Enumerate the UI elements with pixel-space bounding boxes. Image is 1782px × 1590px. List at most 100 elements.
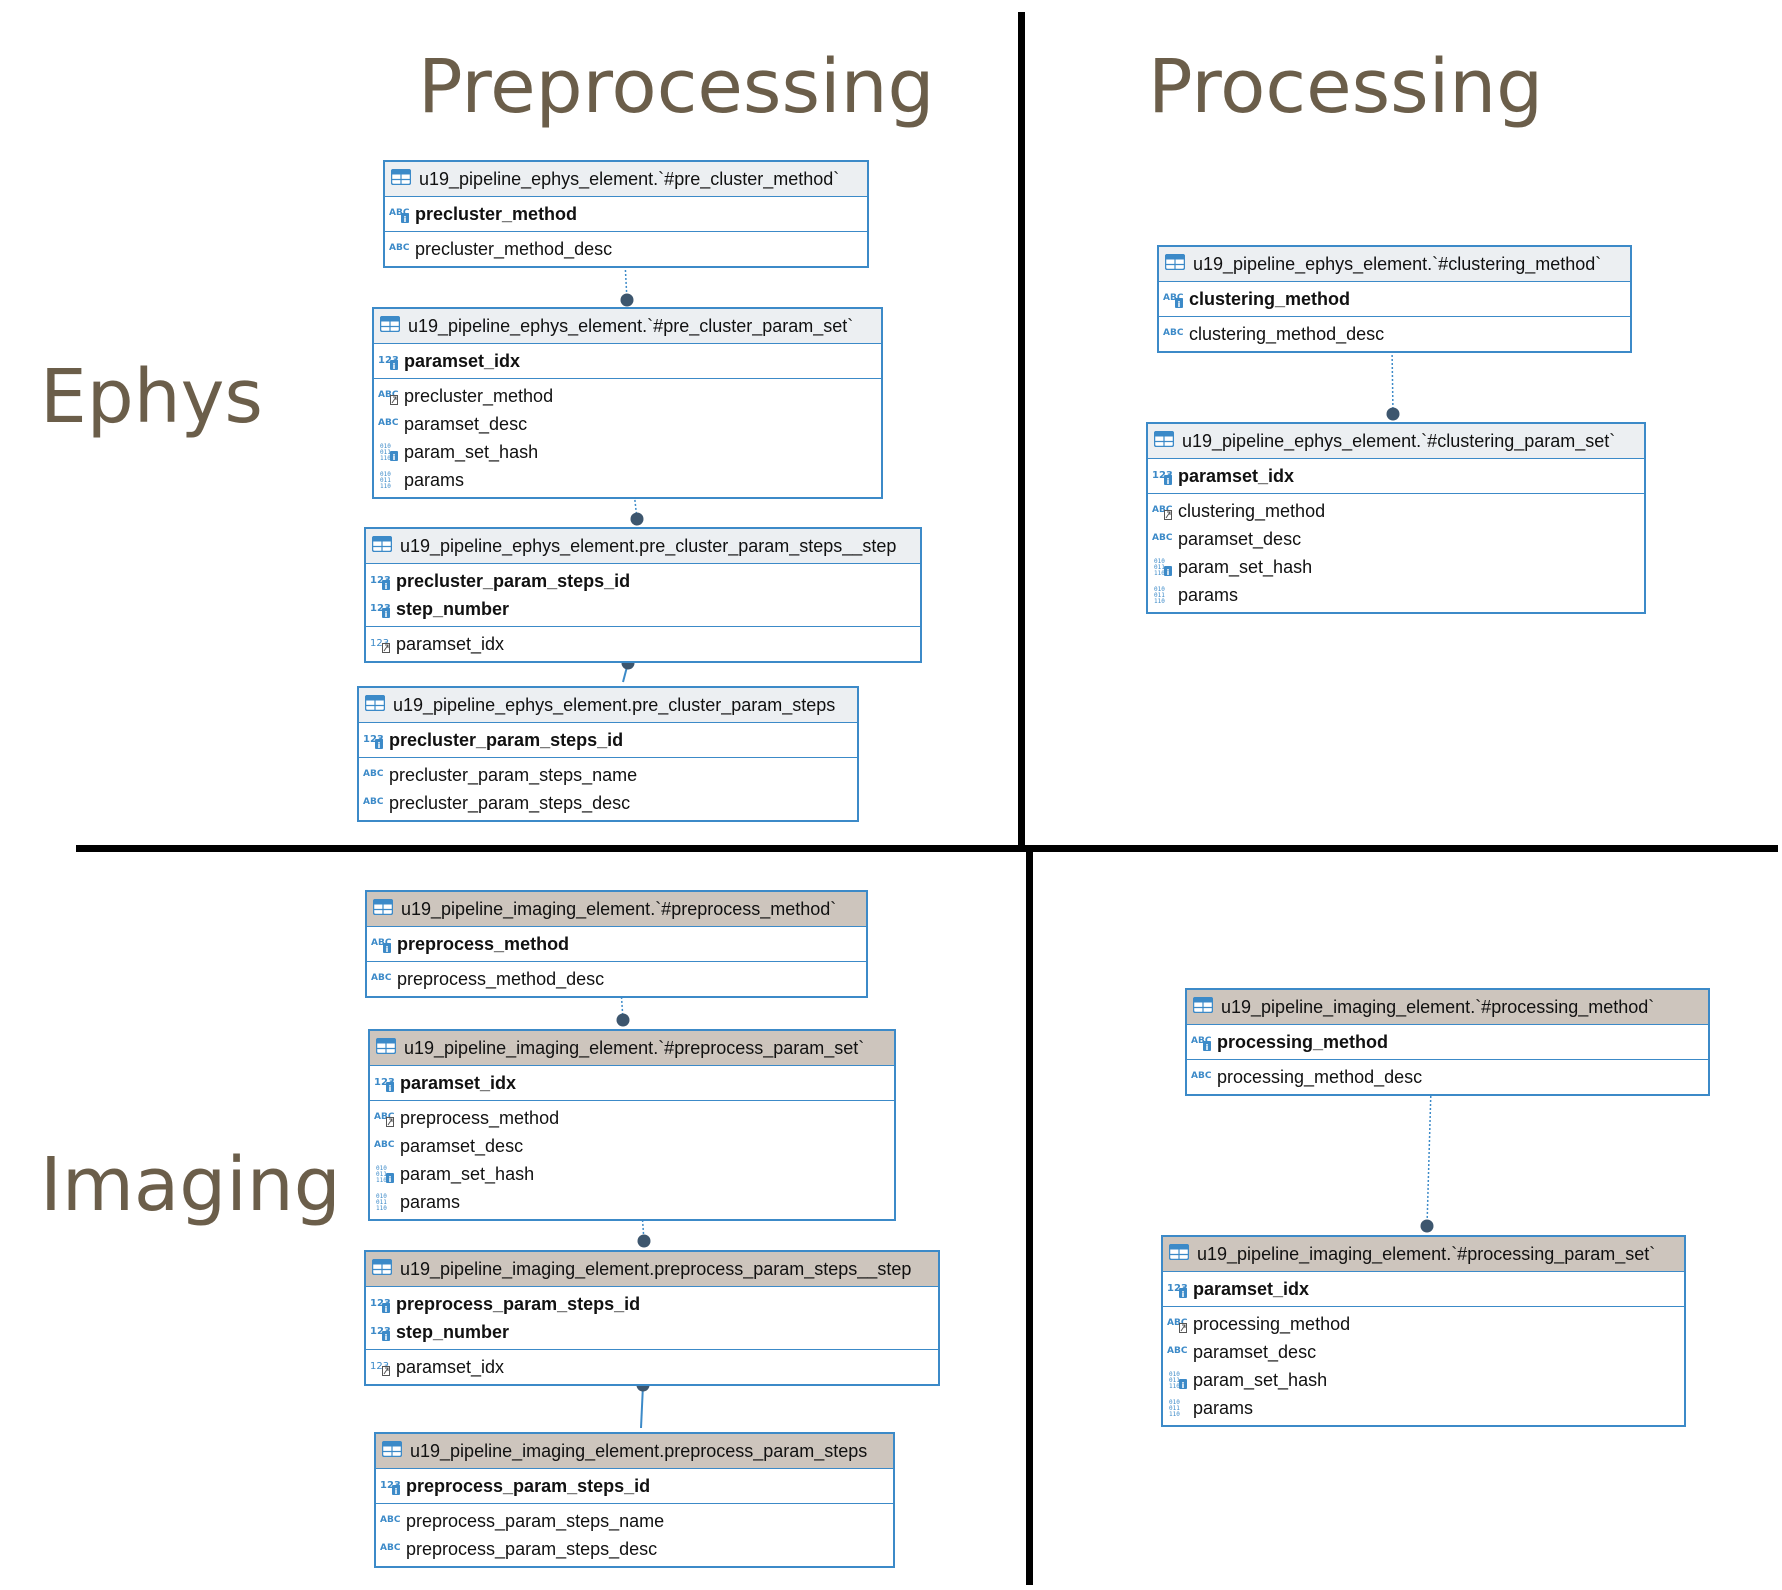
entity-table-t8[interactable]: u19_pipeline_imaging_element.`#preproces… <box>368 1029 896 1221</box>
column-name: paramset_idx <box>404 350 521 371</box>
table-title: u19_pipeline_imaging_element.`#processin… <box>1221 996 1655 1017</box>
entity-table-t12[interactable]: u19_pipeline_imaging_element.`#processin… <box>1161 1235 1686 1427</box>
table-header[interactable]: u19_pipeline_ephys_element.`#pre_cluster… <box>374 309 881 344</box>
entity-table-t10[interactable]: u19_pipeline_imaging_element.preprocess_… <box>374 1432 895 1568</box>
column-name: preprocess_method <box>397 933 570 954</box>
entity-table-t2[interactable]: u19_pipeline_ephys_element.`#pre_cluster… <box>372 307 883 499</box>
column-name: precluster_method_desc <box>415 238 613 259</box>
table-header[interactable]: u19_pipeline_ephys_element.`#pre_cluster… <box>385 162 867 197</box>
table-header[interactable]: u19_pipeline_imaging_element.preprocess_… <box>376 1434 893 1469</box>
svg-text:i: i <box>1167 477 1170 486</box>
column-name: paramset_desc <box>1178 528 1302 549</box>
svg-text:123: 123 <box>370 1326 391 1337</box>
entity-table-t4[interactable]: u19_pipeline_ephys_element.pre_cluster_p… <box>357 686 859 822</box>
table-header[interactable]: u19_pipeline_ephys_element.`#clustering_… <box>1148 424 1644 459</box>
table-header[interactable]: u19_pipeline_imaging_element.`#processin… <box>1163 1237 1684 1272</box>
num-fk-icon: 123 <box>370 1357 392 1377</box>
entity-table-t5[interactable]: u19_pipeline_ephys_element.`#clustering_… <box>1157 245 1632 353</box>
connector-line <box>1426 1087 1432 1227</box>
svg-text:ABC: ABC <box>1167 1318 1188 1328</box>
table-header[interactable]: u19_pipeline_imaging_element.`#preproces… <box>367 892 866 927</box>
svg-text:ABC: ABC <box>1163 328 1184 338</box>
svg-text:ABC: ABC <box>1152 533 1173 543</box>
table-header[interactable]: u19_pipeline_ephys_element.pre_cluster_p… <box>359 688 857 723</box>
table-header[interactable]: u19_pipeline_imaging_element.preprocess_… <box>366 1252 938 1287</box>
column-name: preprocess_method <box>400 1107 560 1128</box>
svg-text:i: i <box>1182 1290 1185 1299</box>
abc-fk-icon: ABC <box>1152 501 1174 521</box>
svg-text:ABC: ABC <box>374 1112 395 1122</box>
column-name: params <box>1193 1397 1254 1418</box>
column-name: paramset_idx <box>1178 465 1295 486</box>
svg-text:123: 123 <box>380 1480 401 1491</box>
svg-text:123: 123 <box>370 603 391 614</box>
entity-table-t6[interactable]: u19_pipeline_ephys_element.`#clustering_… <box>1146 422 1646 614</box>
entity-table-t1[interactable]: u19_pipeline_ephys_element.`#pre_cluster… <box>383 160 869 268</box>
entity-table-t9[interactable]: u19_pipeline_imaging_element.preprocess_… <box>364 1250 940 1386</box>
table-icon <box>391 169 413 189</box>
attribute-row[interactable]: ABC preprocess_method <box>370 1104 894 1132</box>
table-header[interactable]: u19_pipeline_ephys_element.pre_cluster_p… <box>366 529 920 564</box>
svg-text:ABC: ABC <box>1152 505 1173 515</box>
entity-table-t11[interactable]: u19_pipeline_imaging_element.`#processin… <box>1185 988 1710 1096</box>
column-name: preprocess_method_desc <box>397 968 605 989</box>
attribute-row[interactable]: ABC paramset_desc <box>1148 525 1644 553</box>
entity-table-t3[interactable]: u19_pipeline_ephys_element.pre_cluster_p… <box>364 527 922 663</box>
entity-table-t7[interactable]: u19_pipeline_imaging_element.`#preproces… <box>365 890 868 998</box>
svg-text:010: 010 <box>376 1165 387 1172</box>
column-name: precluster_method <box>404 385 554 406</box>
svg-text:i: i <box>395 1487 398 1496</box>
svg-text:ABC: ABC <box>374 1140 395 1150</box>
table-title: u19_pipeline_imaging_element.`#processin… <box>1197 1243 1656 1264</box>
table-header[interactable]: u19_pipeline_imaging_element.`#processin… <box>1187 990 1708 1025</box>
table-header[interactable]: u19_pipeline_imaging_element.`#preproces… <box>370 1031 894 1066</box>
table-header[interactable]: u19_pipeline_ephys_element.`#clustering_… <box>1159 247 1630 282</box>
